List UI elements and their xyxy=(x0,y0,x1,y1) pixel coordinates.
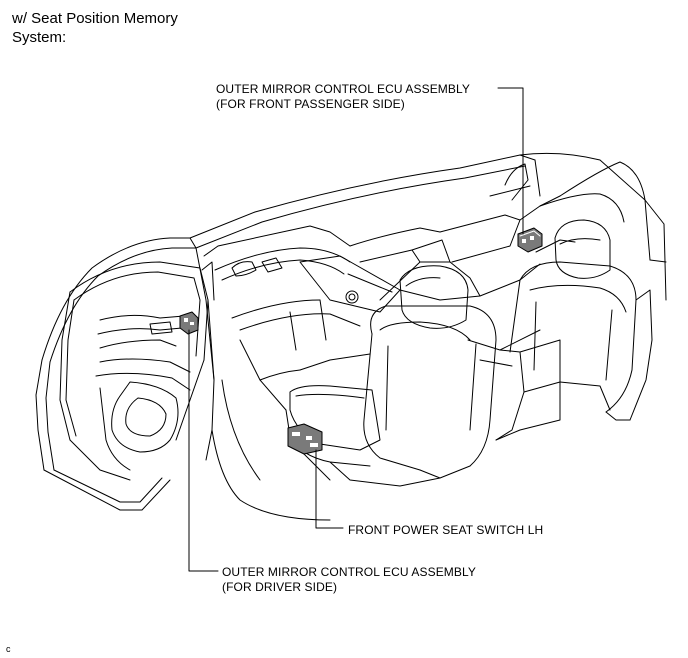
passenger-mirror-ecu-part xyxy=(517,227,543,253)
dashboard-outline xyxy=(189,154,651,351)
leader-line-passenger-ecu xyxy=(497,87,524,235)
callout-front-power-seat-switch: FRONT POWER SEAT SWITCH LH xyxy=(348,523,543,538)
header-line-2: System: xyxy=(12,29,67,46)
callout-driver-line-1: OUTER MIRROR CONTROL ECU ASSEMBLY xyxy=(222,565,476,579)
callout-passenger-mirror-ecu: OUTER MIRROR CONTROL ECU ASSEMBLY (FOR F… xyxy=(216,82,470,112)
header-line-1: w/ Seat Position Memory xyxy=(12,10,178,27)
diagram-header: w/ Seat Position Memory System: xyxy=(12,9,178,47)
callout-passenger-line-1: OUTER MIRROR CONTROL ECU ASSEMBLY xyxy=(216,82,470,96)
driver-door xyxy=(35,237,215,511)
leader-line-driver-ecu xyxy=(188,329,219,572)
figure-code: c xyxy=(6,644,11,654)
leader-lines xyxy=(188,87,524,572)
driver-mirror-ecu-part xyxy=(179,311,199,335)
seat-switch-part xyxy=(287,423,323,455)
leader-line-seat-switch xyxy=(315,449,344,529)
center-console xyxy=(467,329,561,441)
passenger-seat xyxy=(509,219,653,421)
driver-seat xyxy=(285,265,497,487)
callout-driver-mirror-ecu: OUTER MIRROR CONTROL ECU ASSEMBLY (FOR D… xyxy=(222,565,476,595)
passenger-door-frame xyxy=(519,152,667,301)
callout-passenger-line-2: (FOR FRONT PASSENGER SIDE) xyxy=(216,97,405,111)
a-pillar xyxy=(195,247,331,521)
callout-seat-line-1: FRONT POWER SEAT SWITCH LH xyxy=(348,523,544,537)
floor xyxy=(239,339,371,411)
callout-driver-line-2: (FOR DRIVER SIDE) xyxy=(222,580,338,594)
